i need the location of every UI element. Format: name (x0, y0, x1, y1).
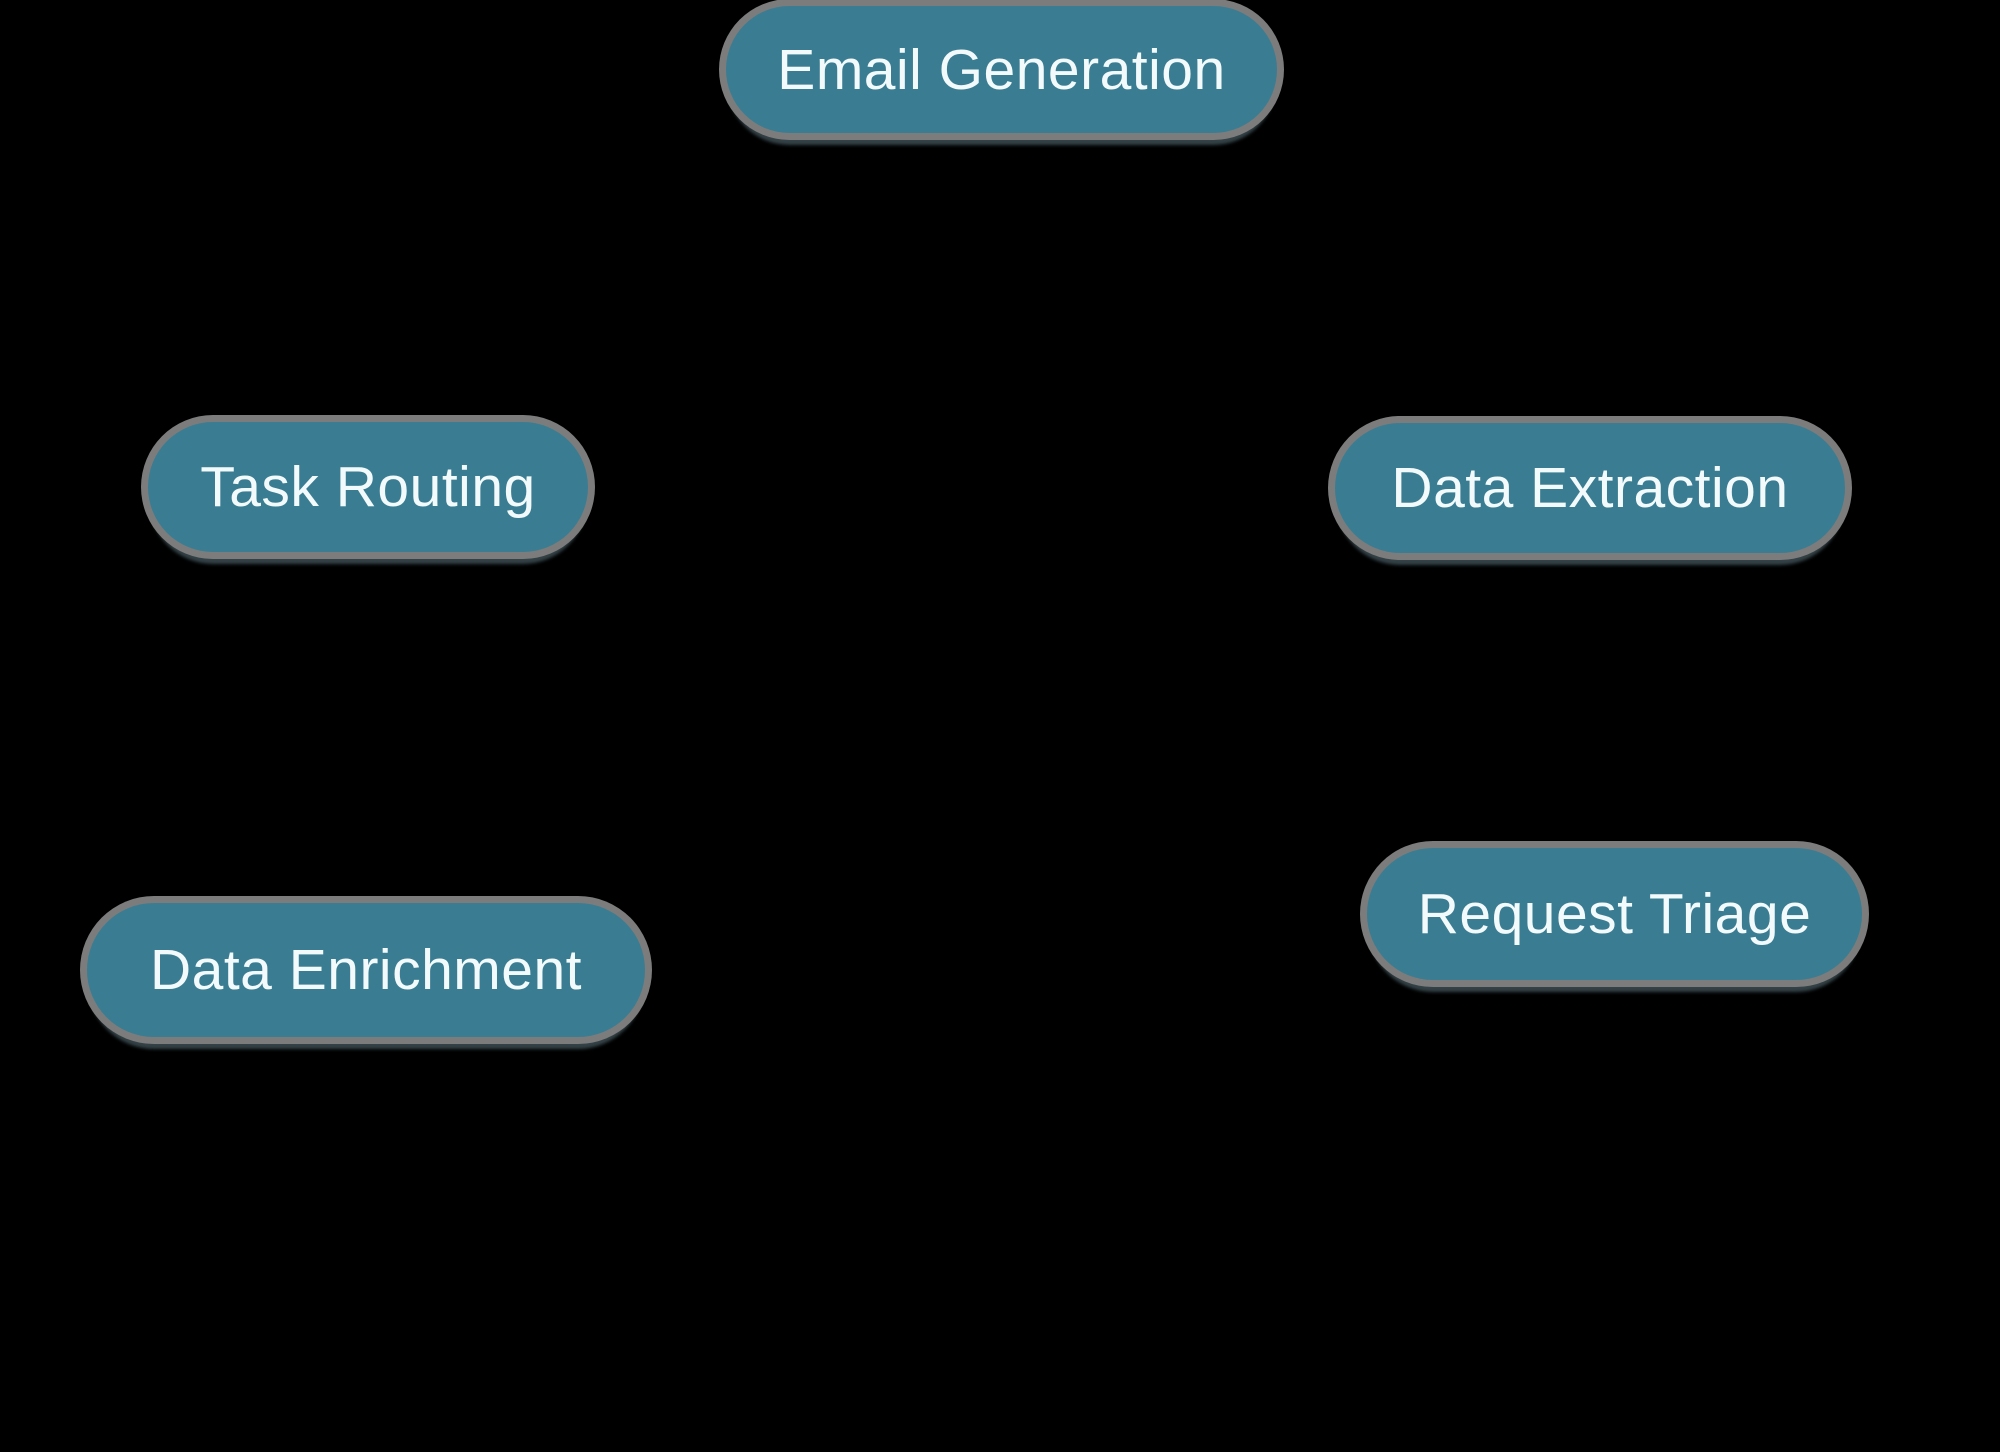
node-request-triage-label: Request Triage (1417, 882, 1812, 946)
node-data-enrichment: Data Enrichment (87, 903, 645, 1037)
node-data-enrichment-label: Data Enrichment (149, 938, 583, 1002)
node-email-generation: Email Generation (726, 6, 1277, 133)
node-task-routing-label: Task Routing (200, 455, 536, 519)
node-data-extraction-label: Data Extraction (1391, 456, 1789, 520)
node-data-extraction: Data Extraction (1335, 423, 1845, 553)
node-request-triage: Request Triage (1367, 848, 1862, 980)
node-task-routing: Task Routing (148, 422, 588, 552)
node-email-generation-label: Email Generation (777, 37, 1226, 102)
